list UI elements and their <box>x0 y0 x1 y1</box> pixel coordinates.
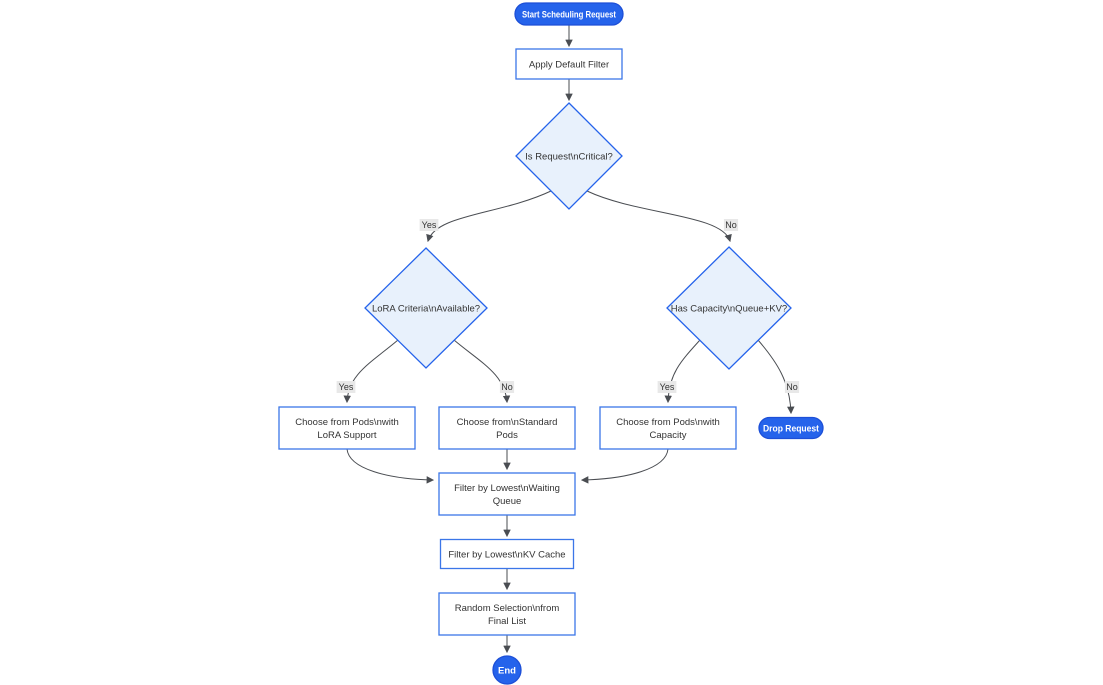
node-label: Start Scheduling Request <box>522 9 617 20</box>
edge-label-text: Yes <box>422 220 437 230</box>
node-filter-lowest-kv-cache: Filter by Lowest\nKV Cache <box>439 538 575 570</box>
edge-label-lora-criteria-available-to-choose-standard-pods: No <box>499 381 515 393</box>
edge-label-text: Yes <box>660 382 675 392</box>
edge-lora-criteria-available-to-choose-standard-pods <box>453 339 511 404</box>
edge-label-has-capacity-queue-kv-to-drop-request: No <box>784 381 800 393</box>
node-apply-default-filter: Apply Default Filter <box>515 48 623 80</box>
edge-choose-pods-capacity-to-filter-lowest-waiting-queue <box>580 448 669 484</box>
drop-request-stadium-shape <box>758 416 824 440</box>
start-stadium-shape <box>514 2 624 26</box>
edge-has-capacity-queue-kv-to-drop-request <box>757 339 795 415</box>
node-label: Is Request\nCritical? <box>525 151 613 162</box>
edge-label-has-capacity-queue-kv-to-choose-pods-capacity: Yes <box>657 381 677 393</box>
node-start: Start Scheduling Request <box>514 2 624 26</box>
filter-lowest-kv-cache-rect-shape <box>439 538 575 570</box>
edge-label-text: No <box>786 382 798 392</box>
random-selection-final-list-rect-shape <box>438 592 576 636</box>
choose-standard-pods-rect-shape <box>438 406 576 450</box>
edge-label-bg <box>784 381 800 393</box>
edge-label-is-request-critical-to-has-capacity-queue-kv: No <box>723 219 739 231</box>
node-has-capacity-queue-kv: Has Capacity\nQueue+KV? <box>666 246 792 370</box>
node-end: End <box>492 655 522 685</box>
node-label: End <box>498 665 516 676</box>
node-label: Apply Default Filter <box>529 59 609 70</box>
node-is-request-critical: Is Request\nCritical? <box>515 102 623 210</box>
choose-pods-lora-rect-shape <box>278 406 416 450</box>
node-label: Has Capacity\nQueue+KV? <box>671 303 787 314</box>
node-label: Filter by Lowest\nKV Cache <box>448 549 565 560</box>
edge-is-request-critical-to-has-capacity-queue-kv <box>586 190 732 243</box>
edge-label-text: No <box>501 382 513 392</box>
edge-label-text: Yes <box>339 382 354 392</box>
edge-label-is-request-critical-to-lora-criteria-available: Yes <box>419 219 439 231</box>
node-label: Drop Request <box>763 423 820 434</box>
end-circle-shape <box>492 655 522 685</box>
node-lora-criteria-available: LoRA Criteria\nAvailable? <box>364 247 488 369</box>
edge-label-text: No <box>725 220 737 230</box>
lora-criteria-available-diamond-shape <box>364 247 488 369</box>
edge-label-bg <box>657 381 677 393</box>
node-drop-request: Drop Request <box>758 416 824 440</box>
edge-has-capacity-queue-kv-to-choose-pods-capacity <box>664 339 701 404</box>
edge-label-bg <box>723 219 739 231</box>
is-request-critical-diamond-shape <box>515 102 623 210</box>
edge-label-bg <box>499 381 515 393</box>
filter-lowest-waiting-queue-rect-shape <box>438 472 576 516</box>
edge-choose-pods-lora-to-filter-lowest-waiting-queue <box>346 448 435 484</box>
has-capacity-queue-kv-diamond-shape <box>666 246 792 370</box>
edge-label-lora-criteria-available-to-choose-pods-lora: Yes <box>336 381 356 393</box>
choose-pods-capacity-rect-shape <box>599 406 737 450</box>
node-label: LoRA Criteria\nAvailable? <box>372 303 480 314</box>
edge-label-bg <box>336 381 356 393</box>
apply-default-filter-rect-shape <box>515 48 623 80</box>
edge-lora-criteria-available-to-choose-pods-lora <box>343 339 399 404</box>
edge-label-bg <box>419 219 439 231</box>
edge-is-request-critical-to-lora-criteria-available <box>426 190 552 243</box>
